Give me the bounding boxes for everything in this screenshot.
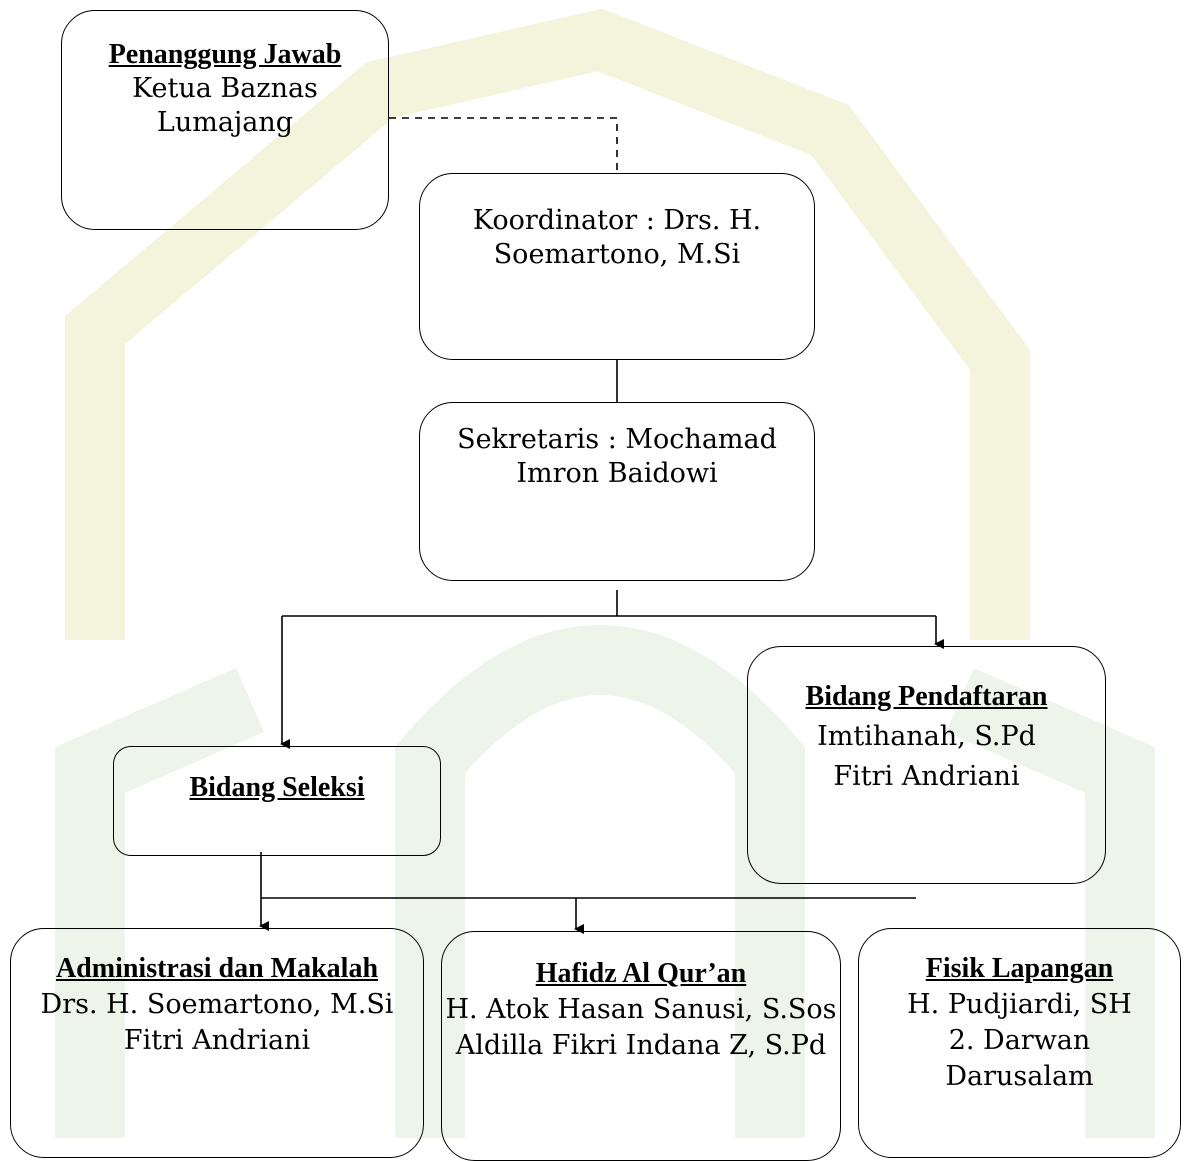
watermark-lower-shape (54, 625, 1155, 1138)
penanggung-jawab-line-2: Lumajang (156, 107, 294, 138)
administrasi-box: Administrasi dan Makalah Drs. H. Soemart… (10, 928, 424, 1158)
koordinator-line-2: Soemartono, M.Si (493, 239, 741, 270)
administrasi-heading: Administrasi dan Makalah (55, 953, 379, 984)
bidang-pendaftaran-line-1: Imtihanah, S.Pd (817, 721, 1036, 752)
bidang-seleksi-box: Bidang Seleksi (113, 746, 441, 856)
bidang-pendaftaran-line-2: Fitri Andriani (833, 761, 1020, 792)
koordinator-box: Koordinator : Drs. H. Soemartono, M.Si (419, 173, 815, 360)
fisik-line-3: Darusalam (945, 1061, 1094, 1092)
sekretaris-box: Sekretaris : Mochamad Imron Baidowi (419, 402, 815, 581)
fisik-line-2: 2. Darwan (948, 1025, 1091, 1056)
watermark-upper-shape (65, 8, 1030, 640)
fisik-line-1: H. Pudjiardi, SH (907, 989, 1132, 1020)
dashed-connector (389, 117, 618, 173)
hafidz-line-1: H. Atok Hasan Sanusi, S.Sos (445, 994, 837, 1025)
sekretaris-line-2: Imron Baidowi (516, 458, 718, 489)
sekretaris-line-1: Sekretaris : Mochamad (457, 424, 777, 455)
penanggung-jawab-heading: Penanggung Jawab (108, 39, 342, 70)
penanggung-jawab-line-1: Ketua Baznas (132, 73, 318, 104)
penanggung-jawab-box: Penanggung Jawab Ketua Baznas Lumajang (61, 10, 389, 230)
hafidz-heading: Hafidz Al Qur’an (535, 958, 747, 989)
hafidz-box: Hafidz Al Qur’an H. Atok Hasan Sanusi, S… (441, 931, 841, 1161)
bidang-seleksi-heading: Bidang Seleksi (189, 772, 365, 803)
administrasi-line-1: Drs. H. Soemartono, M.Si (40, 989, 394, 1020)
fisik-lapangan-box: Fisik Lapangan H. Pudjiardi, SH 2. Darwa… (858, 928, 1181, 1158)
bidang-pendaftaran-heading: Bidang Pendaftaran (805, 681, 1048, 712)
fisik-heading: Fisik Lapangan (925, 953, 1114, 984)
bidang-pendaftaran-box: Bidang Pendaftaran Imtihanah, S.Pd Fitri… (747, 646, 1106, 884)
hafidz-line-2: Aldilla Fikri Indana Z, S.Pd (455, 1030, 827, 1061)
administrasi-line-2: Fitri Andriani (123, 1025, 311, 1056)
koordinator-line-1: Koordinator : Drs. H. (472, 205, 762, 236)
